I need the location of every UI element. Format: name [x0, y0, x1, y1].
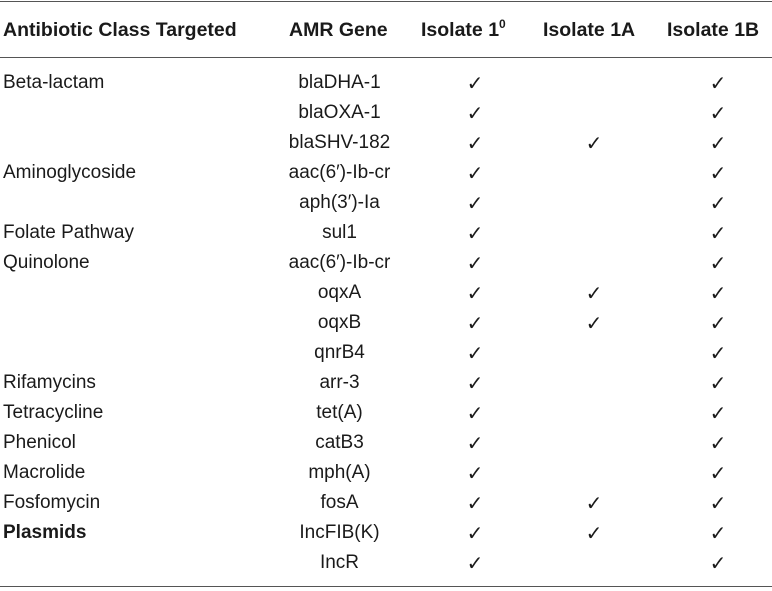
- amr-gene-cell: arr-3: [319, 372, 360, 393]
- isolate-1-check-icon: ✓: [466, 71, 484, 95]
- isolate-1b-check-icon: ✓: [709, 491, 727, 515]
- table-row: Aminoglycoside aac(6′)-Ib-cr ✓ ✓: [0, 158, 772, 188]
- table-row: Plasmids IncFIB(K) ✓ ✓ ✓: [0, 518, 772, 548]
- header-isolate-1-superscript: 0: [499, 17, 506, 31]
- isolate-1-check-icon: ✓: [466, 131, 484, 155]
- table-row: qnrB4 ✓ ✓: [0, 338, 772, 368]
- isolate-1b-check-icon: ✓: [709, 251, 727, 275]
- header-isolate-1b: Isolate 1B: [667, 19, 760, 41]
- isolate-1b-check-icon: ✓: [709, 101, 727, 125]
- antibiotic-class-cell: Tetracycline: [3, 402, 104, 423]
- isolate-1-check-icon: ✓: [466, 461, 484, 485]
- isolate-1-check-icon: ✓: [466, 221, 484, 245]
- header-isolate-1a: Isolate 1A: [543, 19, 636, 41]
- table-bottom-rule: [0, 586, 772, 587]
- isolate-1-check-icon: ✓: [466, 371, 484, 395]
- isolate-1b-check-icon: ✓: [709, 281, 727, 305]
- table-row: IncR ✓ ✓: [0, 548, 772, 578]
- amr-gene-cell: tet(A): [316, 402, 363, 423]
- isolate-1-check-icon: ✓: [466, 191, 484, 215]
- header-antibiotic-class: Antibiotic Class Targeted: [3, 19, 237, 41]
- antibiotic-class-cell: Aminoglycoside: [3, 162, 137, 183]
- antibiotic-class-cell: Quinolone: [3, 252, 90, 273]
- isolate-1b-check-icon: ✓: [709, 461, 727, 485]
- isolate-1b-check-icon: ✓: [709, 131, 727, 155]
- isolate-1a-check-icon: ✓: [585, 521, 603, 545]
- isolate-1b-check-icon: ✓: [709, 551, 727, 575]
- isolate-1b-check-icon: ✓: [709, 521, 727, 545]
- amr-gene-cell: blaOXA-1: [298, 102, 381, 123]
- table-header-rule: [0, 57, 772, 58]
- isolate-1-check-icon: ✓: [466, 101, 484, 125]
- isolate-1-check-icon: ✓: [466, 491, 484, 515]
- amr-gene-cell: qnrB4: [314, 342, 365, 363]
- table-row: blaOXA-1 ✓ ✓: [0, 98, 772, 128]
- table-row: aph(3′)-Ia ✓ ✓: [0, 188, 772, 218]
- isolate-1-check-icon: ✓: [466, 431, 484, 455]
- isolate-1-check-icon: ✓: [466, 251, 484, 275]
- amr-gene-cell: oqxA: [317, 282, 362, 303]
- isolate-1b-check-icon: ✓: [709, 191, 727, 215]
- isolate-1b-check-icon: ✓: [709, 341, 727, 365]
- table-row: Quinolone aac(6′)-Ib-cr ✓ ✓: [0, 248, 772, 278]
- amr-gene-cell: aac(6′)-Ib-cr: [288, 162, 391, 183]
- isolate-1-check-icon: ✓: [466, 281, 484, 305]
- table-row: Beta-lactam blaDHA-1 ✓ ✓: [0, 68, 772, 98]
- antibiotic-class-cell: Macrolide: [3, 462, 86, 483]
- amr-gene-cell: IncFIB(K): [299, 522, 380, 543]
- isolate-1b-check-icon: ✓: [709, 311, 727, 335]
- isolate-1-check-icon: ✓: [466, 341, 484, 365]
- isolate-1b-check-icon: ✓: [709, 371, 727, 395]
- amr-gene-cell: aph(3′)-Ia: [299, 192, 380, 213]
- isolate-1b-check-icon: ✓: [709, 431, 727, 455]
- table-row: Phenicol catB3 ✓ ✓: [0, 428, 772, 458]
- amr-gene-cell: aac(6′)-Ib-cr: [288, 252, 391, 273]
- table-row: Fosfomycin fosA ✓ ✓ ✓: [0, 488, 772, 518]
- isolate-1a-check-icon: ✓: [585, 491, 603, 515]
- amr-gene-cell: mph(A): [308, 462, 371, 483]
- table-row: Macrolide mph(A) ✓ ✓: [0, 458, 772, 488]
- table-row: oqxB ✓ ✓ ✓: [0, 308, 772, 338]
- isolate-1a-check-icon: ✓: [585, 311, 603, 335]
- header-isolate-1: Isolate 10: [421, 18, 506, 42]
- antibiotic-class-cell: Phenicol: [3, 432, 76, 453]
- table-header-row: Antibiotic Class Targeted AMR Gene Isola…: [0, 4, 772, 56]
- isolate-1a-check-icon: ✓: [585, 131, 603, 155]
- isolate-1-check-icon: ✓: [466, 311, 484, 335]
- isolate-1-check-icon: ✓: [466, 521, 484, 545]
- isolate-1-check-icon: ✓: [466, 161, 484, 185]
- amr-gene-cell: IncR: [319, 552, 360, 573]
- isolate-1b-check-icon: ✓: [709, 71, 727, 95]
- amr-gene-cell: blaDHA-1: [298, 72, 381, 93]
- table-row: oqxA ✓ ✓ ✓: [0, 278, 772, 308]
- amr-gene-cell: oqxB: [317, 312, 362, 333]
- isolate-1-check-icon: ✓: [466, 401, 484, 425]
- antibiotic-class-cell: Fosfomycin: [3, 492, 101, 513]
- antibiotic-class-cell: Beta-lactam: [3, 72, 105, 93]
- amr-gene-cell: fosA: [320, 492, 359, 513]
- table-top-rule: [0, 1, 772, 2]
- isolate-1b-check-icon: ✓: [709, 161, 727, 185]
- table-row: Rifamycins arr-3 ✓ ✓: [0, 368, 772, 398]
- isolate-1b-check-icon: ✓: [709, 401, 727, 425]
- isolate-1-check-icon: ✓: [466, 551, 484, 575]
- antibiotic-class-cell: Folate Pathway: [3, 222, 134, 243]
- antibiotic-class-cell: Rifamycins: [3, 372, 96, 393]
- header-isolate-1-label: Isolate 1: [421, 19, 500, 41]
- table-row: Folate Pathway sul1 ✓ ✓: [0, 218, 772, 248]
- antibiotic-class-cell: Plasmids: [3, 522, 87, 543]
- amr-gene-cell: blaSHV-182: [288, 132, 391, 153]
- table-row: blaSHV-182 ✓ ✓ ✓: [0, 128, 772, 158]
- table-row: Tetracycline tet(A) ✓ ✓: [0, 398, 772, 428]
- header-amr-gene: AMR Gene: [289, 19, 388, 41]
- amr-gene-cell: catB3: [315, 432, 364, 453]
- isolate-1a-check-icon: ✓: [585, 281, 603, 305]
- isolate-1b-check-icon: ✓: [709, 221, 727, 245]
- amr-gene-cell: sul1: [322, 222, 357, 243]
